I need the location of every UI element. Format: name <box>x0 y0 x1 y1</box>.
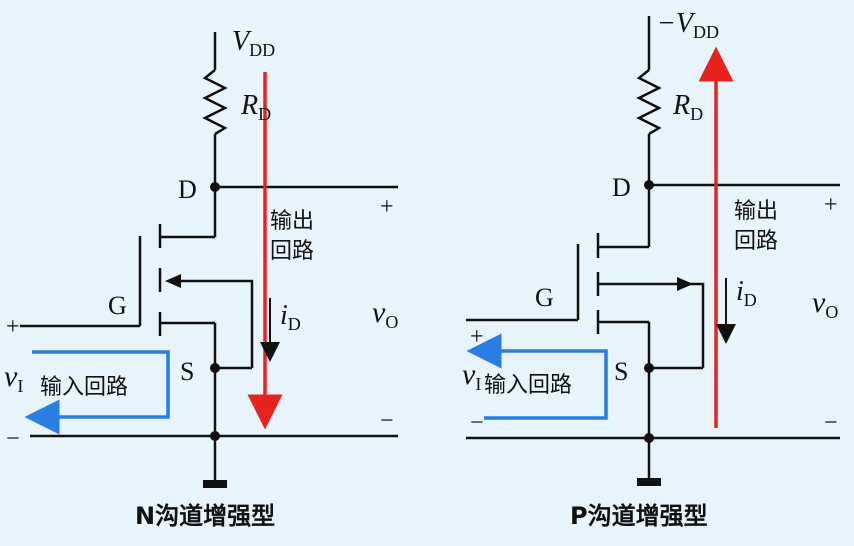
p-input-loop-text: 输入回路 <box>484 373 572 398</box>
n-ground-node <box>210 431 220 441</box>
n-ground-symbol <box>203 480 227 488</box>
p-substrate-arrow <box>677 277 693 291</box>
n-input-voltage-label: vI <box>4 360 23 396</box>
n-input-loop-text: 输入回路 <box>40 375 128 400</box>
p-source-node <box>644 363 654 373</box>
p-channel-circuit <box>466 16 840 486</box>
p-input-voltage-label: vI <box>462 358 481 394</box>
n-supply-label: VDD <box>232 26 275 60</box>
n-drain-node <box>210 182 220 192</box>
p-substrate-wire <box>598 282 705 368</box>
n-channel-circuit <box>20 32 398 488</box>
p-output-plus: + <box>824 192 838 218</box>
n-output-loop-text-2: 回路 <box>270 239 314 264</box>
n-source-node <box>210 363 220 373</box>
p-drain-node <box>644 180 654 190</box>
n-caption: N沟道增强型 <box>135 502 275 530</box>
n-output-loop-text-1: 输出 <box>270 209 314 234</box>
n-output-plus: + <box>380 194 394 220</box>
p-input-plus: + <box>470 324 484 350</box>
n-output-voltage-label: vO <box>372 296 398 332</box>
n-drain-label: D <box>178 175 197 204</box>
n-substrate-wire <box>177 279 254 368</box>
p-resistor-rd <box>636 69 662 136</box>
n-current-label: iD <box>280 300 301 334</box>
p-input-loop-arrow <box>466 333 608 420</box>
p-drain-label: D <box>612 173 631 202</box>
p-current-label: iD <box>736 276 757 310</box>
p-ground-node <box>644 433 654 443</box>
p-input-minus: − <box>470 410 484 436</box>
p-output-loop-text-2: 回路 <box>734 229 778 254</box>
n-input-minus: − <box>6 426 20 452</box>
n-source-label: S <box>180 357 194 386</box>
n-resistor-rd <box>202 69 228 136</box>
p-caption: P沟道增强型 <box>570 502 708 530</box>
p-source-label: S <box>614 357 628 386</box>
p-supply-label: −VDD <box>657 8 719 42</box>
p-output-loop-text-1: 输出 <box>734 199 778 224</box>
n-output-minus: − <box>380 408 394 434</box>
n-input-plus: + <box>6 314 20 340</box>
p-output-voltage-label: vO <box>812 286 838 322</box>
p-ground-symbol <box>637 478 661 486</box>
p-output-minus: − <box>824 410 838 436</box>
n-gate-label: G <box>108 291 127 320</box>
n-input-loop-arrow <box>24 350 170 435</box>
n-resistor-label: RD <box>240 90 271 124</box>
n-substrate-arrow <box>165 274 181 288</box>
p-gate-label: G <box>535 283 554 312</box>
p-resistor-label: RD <box>672 90 703 124</box>
